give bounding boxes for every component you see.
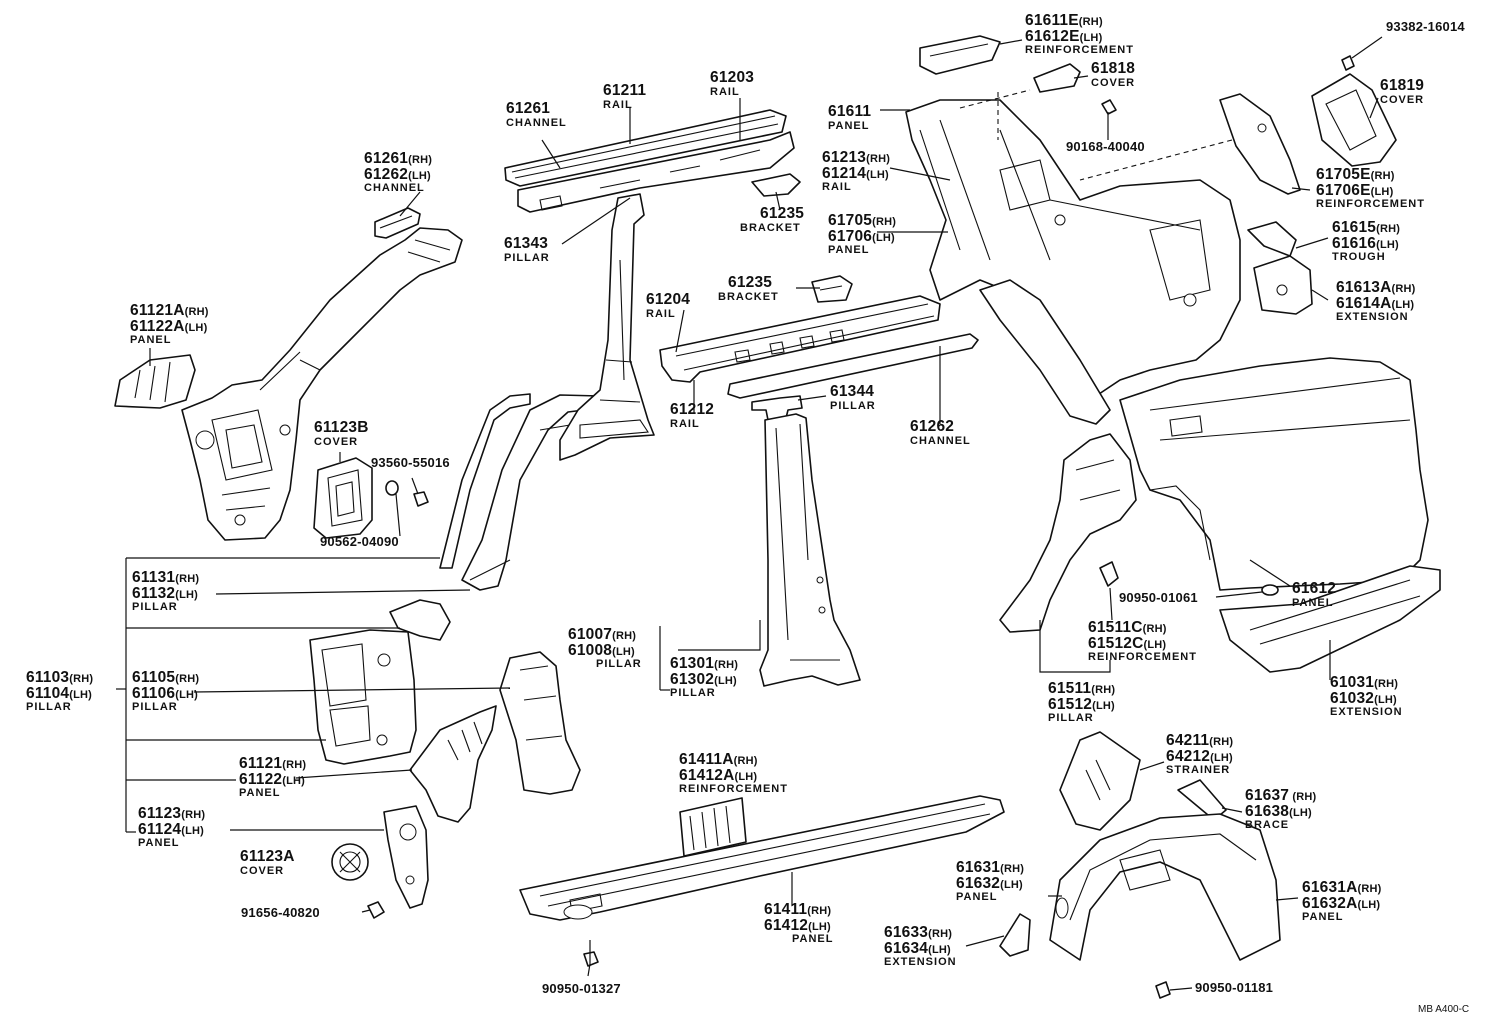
bracket-61235-upper [751, 173, 801, 197]
extension-61613A [1253, 255, 1313, 315]
cover-61123B [313, 457, 373, 539]
reinforcement-61705E [1219, 93, 1301, 195]
label-61103: 61103(RH) 61104(LH) PILLAR [26, 669, 94, 713]
label-61121A: 61121A(RH) 61122A(LH) PANEL [130, 302, 209, 346]
clip-93560 [385, 480, 429, 507]
pillar-61343 [559, 193, 655, 461]
reinforcement-61411A [679, 797, 747, 857]
pillar-61105 [309, 599, 451, 765]
label-90950-01061: 90950-01061 [1119, 590, 1198, 605]
wheel-house-panel-61631 [1049, 813, 1281, 961]
reinforcement-61511C [1099, 561, 1119, 587]
nut-90950-01061 [1261, 584, 1279, 596]
extension-61633 [999, 913, 1031, 957]
label-61235-lower: 61235 BRACKET [718, 274, 779, 303]
label-61613A: 61613A(RH) 61614A(LH) EXTENSION [1336, 279, 1416, 323]
label-61343: 61343 PILLAR [504, 235, 550, 264]
label-61131: 61131(RH) 61132(LH) PILLAR [132, 569, 200, 613]
label-61121: 61121(RH) 61122(LH) PANEL [239, 755, 307, 799]
label-61819: 61819 COVER [1380, 77, 1425, 106]
label-61637: 61637 (RH) 61638(LH) BRACE [1245, 787, 1317, 831]
label-61411A: 61411A(RH) 61412A(LH) REINFORCEMENT [679, 751, 788, 795]
label-61705E: 61705E(RH) 61706E(LH) REINFORCEMENT [1316, 166, 1425, 210]
nut-90950-01181 [1155, 981, 1171, 999]
label-90950-01181: 90950-01181 [1195, 980, 1274, 995]
screw-90168 [1101, 99, 1117, 115]
footer-code: MB A400-C [1418, 1004, 1470, 1015]
cover-61123A [331, 843, 369, 881]
label-61344: 61344 PILLAR [830, 383, 876, 412]
label-61611: 61611 PANEL [828, 103, 872, 132]
label-61631A: 61631A(RH) 61632A(LH) PANEL [1302, 879, 1382, 923]
label-61235-upper: 61235 BRACKET [740, 205, 805, 234]
label-90562-04090: 90562-04090 [320, 534, 399, 549]
label-61123A: 61123A COVER [240, 848, 295, 877]
pillar-61511 [999, 433, 1137, 633]
panel-61121 [409, 705, 497, 823]
label-61105: 61105(RH) 61106(LH) PILLAR [132, 669, 200, 713]
reinforcement-61611E [919, 35, 1001, 75]
label-61615: 61615(RH) 61616(LH) TROUGH [1332, 219, 1401, 263]
nut-90950-01327 [583, 951, 599, 967]
label-61511C: 61511C(RH) 61512C(LH) REINFORCEMENT [1088, 619, 1197, 663]
label-91656-40820: 91656-40820 [241, 905, 320, 920]
label-61123: 61123(RH) 61124(LH) PANEL [138, 805, 206, 849]
bracket-61235-lower [811, 275, 853, 303]
label-61213: 61213(RH) 61214(LH) RAIL [822, 149, 891, 193]
label-61612: 61612 PANEL [1292, 580, 1337, 609]
screw-93382 [1341, 55, 1355, 71]
label-61204: 61204 RAIL [646, 291, 691, 320]
rocker-panel-61411 [519, 795, 1005, 921]
rear-quarter-inner-assembly [905, 99, 1241, 425]
label-61262: 61262 CHANNEL [910, 418, 971, 447]
label-61261-61262: 61261(RH) 61262(LH) CHANNEL [364, 150, 433, 194]
label-61123B: 61123B COVER [314, 419, 369, 448]
label-93560-55016: 93560-55016 [371, 455, 450, 470]
label-61261-channel: 61261 CHANNEL [506, 100, 567, 129]
label-61633: 61633(RH) 61634(LH) EXTENSION [884, 924, 957, 968]
pillar-61344-top [751, 395, 803, 421]
label-61631: 61631(RH) 61632(LH) PANEL [956, 859, 1025, 903]
label-61007: 61007(RH) 61008(LH) PILLAR [568, 626, 642, 670]
front-pillar-upper-assembly [181, 227, 463, 541]
label-93382-16014: 93382-16014 [1386, 19, 1465, 34]
label-64211: 64211(RH) 64212(LH) STRAINER [1166, 732, 1234, 776]
label-61203: 61203 RAIL [710, 69, 755, 98]
pillar-61301 [759, 413, 861, 687]
label-61301: 61301(RH) 61302(LH) PILLAR [670, 655, 739, 699]
cover-61818 [1033, 63, 1081, 93]
extension-61031 [1219, 565, 1441, 673]
trough-61615 [1247, 221, 1297, 257]
pillar-61007 [499, 651, 581, 795]
label-90168-40040: 90168-40040 [1066, 139, 1145, 154]
cover-61819 [1311, 73, 1397, 167]
brace-61637 [1177, 779, 1227, 821]
label-61031: 61031(RH) 61032(LH) EXTENSION [1330, 674, 1403, 718]
label-61212: 61212 RAIL [670, 401, 715, 430]
label-61818: 61818 COVER [1091, 60, 1136, 89]
panel-61121A [114, 354, 196, 409]
label-61211: 61211 RAIL [603, 82, 647, 111]
quarter-panel-61612 [1119, 357, 1429, 591]
roof-rail-61211 [504, 109, 787, 187]
roof-rail-61203 [517, 131, 795, 213]
channel-61261-rh [374, 207, 421, 239]
rail-61204 [659, 295, 941, 383]
strainer-64211 [1059, 731, 1141, 831]
bolt-91656 [367, 901, 385, 919]
channel-61262 [727, 333, 979, 399]
panel-61123 [383, 805, 429, 909]
label-90950-01327: 90950-01327 [542, 981, 621, 996]
label-61411: 61411(RH) 61412(LH) PANEL [764, 901, 834, 945]
leader-lines [116, 36, 1383, 991]
label-61705: 61705(RH) 61706(LH) PANEL [828, 212, 897, 256]
label-61511: 61511(RH) 61512(LH) PILLAR [1048, 680, 1116, 724]
label-61611E: 61611E(RH) 61612E(LH) REINFORCEMENT [1025, 12, 1134, 56]
